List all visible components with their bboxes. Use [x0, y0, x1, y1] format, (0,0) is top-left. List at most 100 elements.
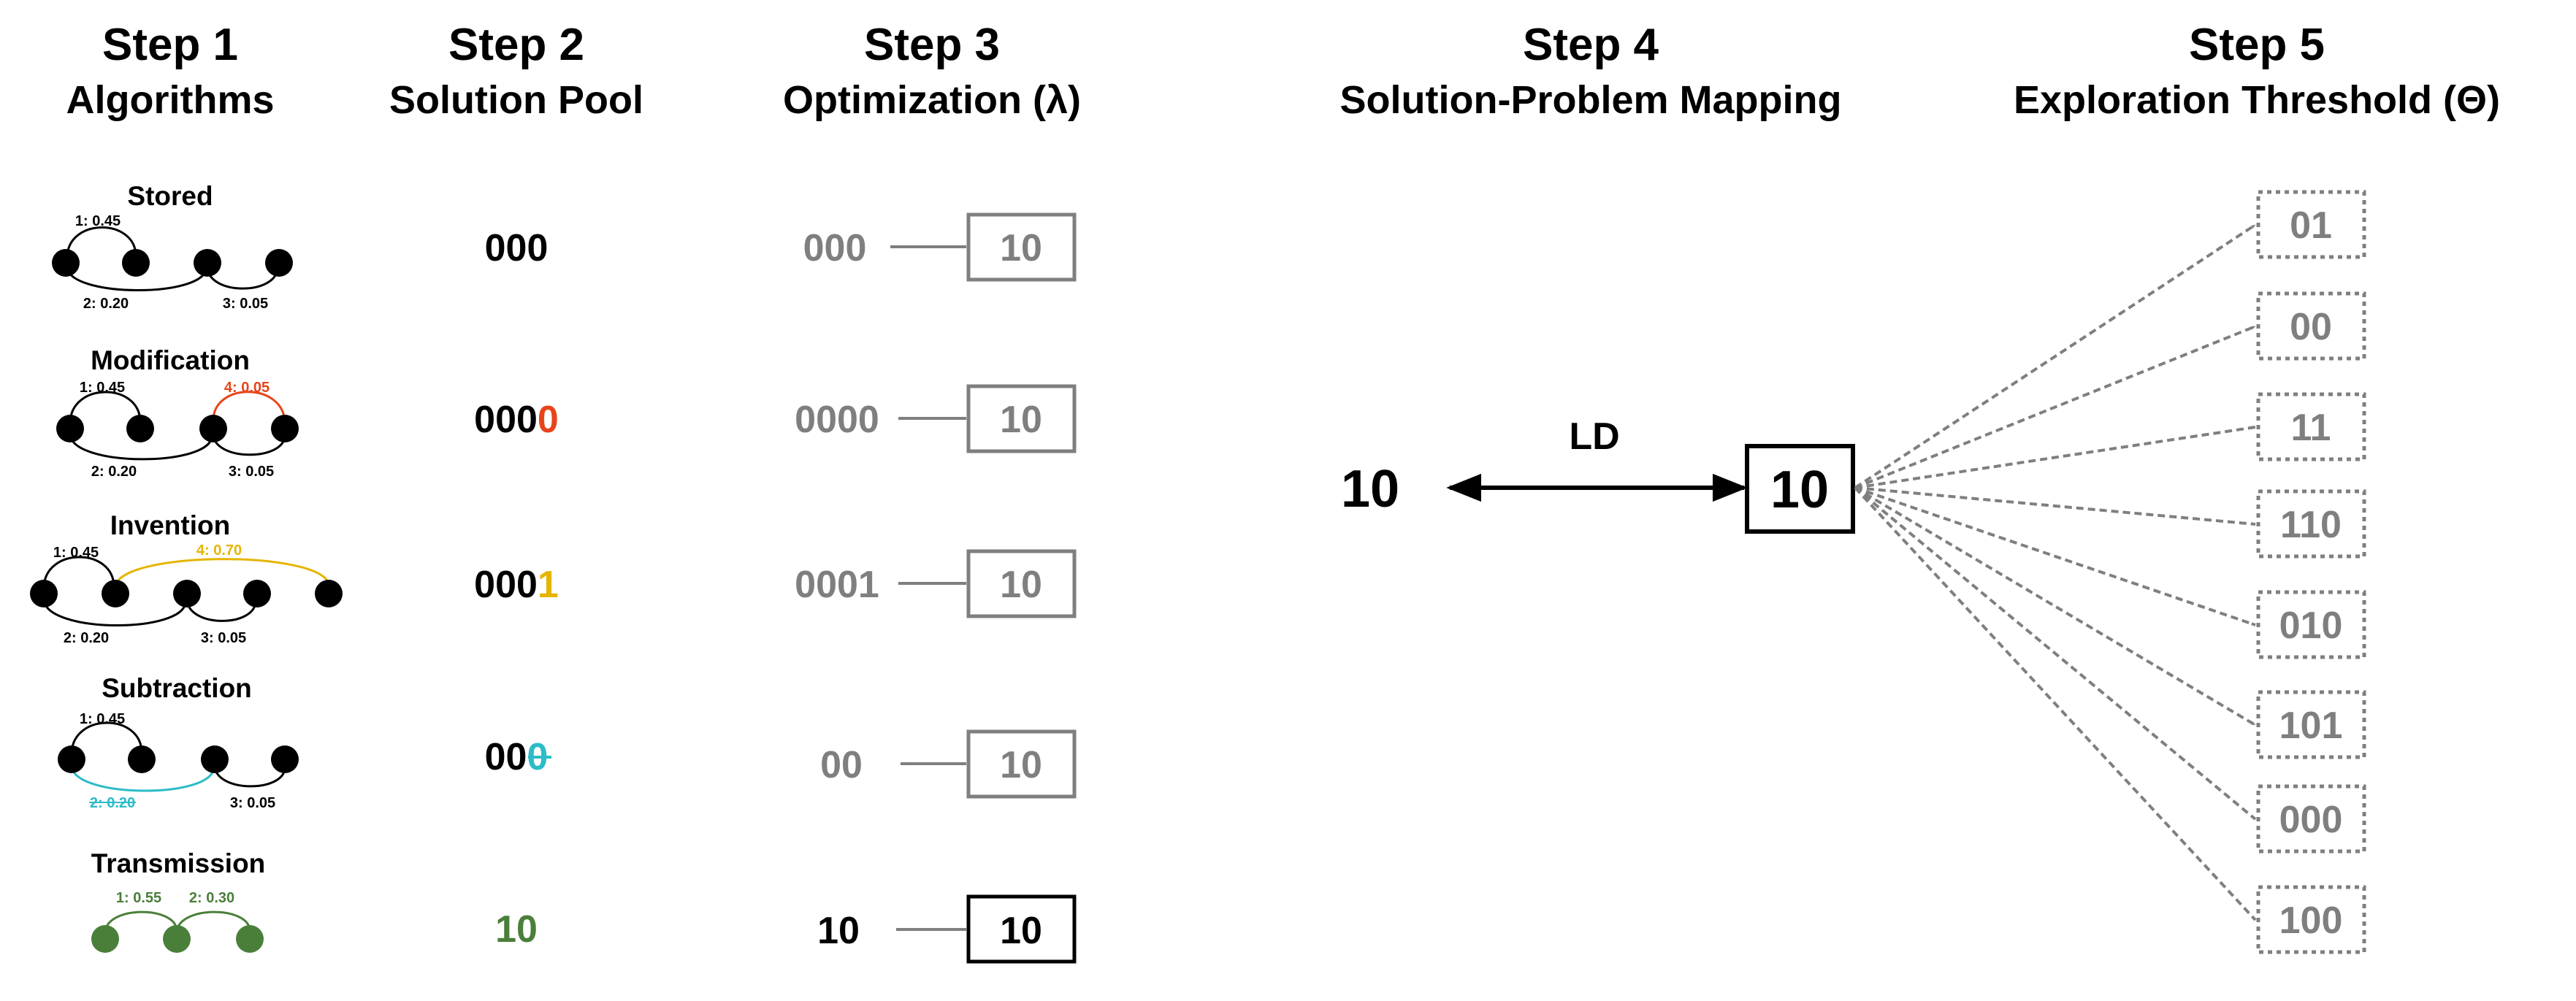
solution-pool: 000 0000 0001 000 10	[474, 227, 559, 951]
explored-value: 01	[2290, 204, 2332, 247]
node	[91, 925, 119, 953]
optimization-solution: 00	[820, 744, 863, 786]
node	[199, 415, 227, 442]
step3-subtitle: Optimization (λ)	[783, 78, 1081, 122]
edge-label: 2: 0.20	[64, 630, 109, 646]
node	[236, 925, 264, 953]
optimization-solution: 0001	[795, 564, 879, 606]
step4-title: Step 4	[1523, 20, 1659, 70]
algorithm-transmission: Transmission 1: 0.55 2: 0.30	[91, 848, 266, 953]
edge-label: 4: 0.05	[224, 380, 270, 396]
explored-value: 000	[2279, 799, 2343, 841]
edge-label: 1: 0.45	[53, 545, 99, 561]
node	[265, 249, 293, 277]
pool-solution: 000	[485, 227, 549, 269]
explored-value: 11	[2291, 407, 2331, 449]
algorithm-invention: Invention 1: 0.45 2: 0.20 3: 0.05 4: 0.7…	[30, 510, 343, 646]
pool-solution: 0001	[474, 564, 559, 606]
node	[163, 925, 191, 953]
node	[126, 415, 154, 442]
node	[128, 745, 156, 773]
explored-value: 101	[2279, 705, 2343, 747]
mapped-solution: 10	[1341, 460, 1399, 518]
explored-problem: 11	[2256, 392, 2366, 461]
explored-value: 100	[2279, 900, 2343, 942]
explored-problem: 01	[2256, 190, 2366, 259]
edge-label: 4: 0.70	[196, 542, 242, 559]
step3-title: Step 3	[864, 20, 1000, 70]
algorithm-name: Modification	[91, 345, 250, 375]
problem-box	[1745, 444, 1855, 534]
solution-problem-mapping: 10 LD 10	[1341, 415, 1855, 534]
exploration-threshold: 01 00 11 110 010 101 000 100	[1854, 190, 2366, 954]
optimization-row-3: 0001 10	[795, 549, 1077, 618]
pool-solution: 10	[495, 908, 538, 951]
optimization-solution: 000	[803, 227, 867, 269]
explored-value: 00	[2290, 306, 2332, 348]
target-value: 10	[1000, 910, 1042, 952]
step2-title: Step 2	[448, 20, 584, 70]
step-headers: Step 1 Algorithms Step 2 Solution Pool S…	[66, 20, 2500, 122]
node	[102, 580, 129, 607]
edge-label: 3: 0.05	[223, 296, 268, 312]
optimization-solution: 10	[817, 910, 860, 952]
node	[58, 745, 85, 773]
optimization-row-1: 000 10	[803, 212, 1077, 282]
target-value: 10	[1000, 564, 1042, 606]
edge-label: 1: 0.45	[80, 380, 125, 396]
added-digit: 0	[538, 399, 559, 441]
ld-label: LD	[1569, 415, 1619, 458]
algorithm-name: Stored	[127, 181, 213, 211]
edge-label: 2: 0.20	[91, 464, 137, 480]
edge-label: 3: 0.05	[201, 630, 246, 646]
explored-problem: 101	[2256, 690, 2366, 759]
target-box	[966, 549, 1077, 618]
algorithm-name: Invention	[110, 510, 230, 540]
step1-subtitle: Algorithms	[66, 78, 274, 122]
algorithm-name: Transmission	[91, 848, 266, 878]
target-box	[966, 894, 1077, 964]
node	[243, 580, 271, 607]
node	[271, 415, 299, 442]
node	[30, 580, 58, 607]
edge-label: 2: 0.30	[189, 890, 234, 906]
explored-problem: 00	[2256, 291, 2366, 361]
node	[201, 745, 229, 773]
algorithm-stored: Stored 1: 0.45 2: 0.20 3: 0.05	[52, 181, 293, 312]
explored-problem: 110	[2256, 489, 2366, 559]
step5-subtitle: Exploration Threshold (Θ)	[2014, 78, 2500, 122]
optimization-row-5: 10 10	[817, 894, 1077, 964]
optimization-row-2: 0000 10	[795, 384, 1077, 453]
algorithm-modification: Modification 1: 0.45 2: 0.20 3: 0.05 4: …	[56, 345, 299, 480]
step1-title: Step 1	[102, 20, 238, 70]
node	[271, 745, 299, 773]
node	[194, 249, 221, 277]
target-box	[966, 384, 1077, 453]
explored-problem: 010	[2256, 590, 2366, 659]
node	[315, 580, 343, 607]
edge-label: 3: 0.05	[229, 464, 274, 480]
target-value: 10	[1000, 399, 1042, 441]
exploration-arrows	[1854, 223, 2257, 921]
explored-problem: 000	[2256, 784, 2366, 854]
edge-label: 3: 0.05	[230, 795, 275, 811]
algorithm-subtraction: Subtraction 1: 0.45 2: 0.20 3: 0.05	[58, 673, 299, 811]
explored-problem: 100	[2256, 885, 2366, 954]
optimization-solution: 0000	[795, 399, 879, 441]
explored-value: 110	[2280, 504, 2342, 546]
step2-subtitle: Solution Pool	[389, 78, 643, 122]
algorithm-name: Subtraction	[102, 673, 252, 703]
target-value: 10	[1000, 744, 1042, 786]
edge-label: 1: 0.45	[75, 213, 121, 229]
optimization-row-4: 00 10	[820, 729, 1077, 799]
edge-label: 2: 0.20	[83, 296, 129, 312]
node	[173, 580, 201, 607]
target-value: 10	[1000, 227, 1042, 269]
step5-title: Step 5	[2189, 20, 2325, 70]
pool-solution: 0000	[474, 399, 559, 441]
explored-value: 010	[2279, 605, 2343, 647]
node	[52, 249, 80, 277]
node	[122, 249, 150, 277]
target-box	[966, 212, 1077, 282]
